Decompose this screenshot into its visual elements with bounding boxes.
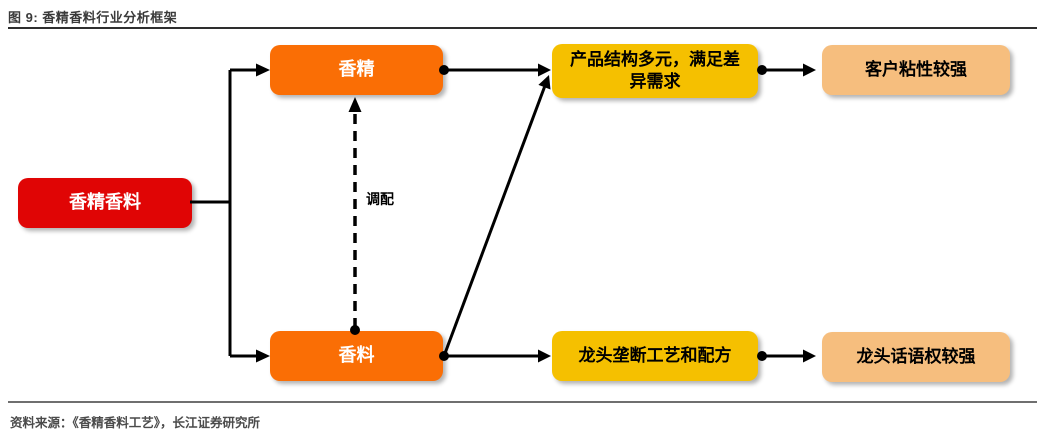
node-driver-product-structure: 产品结构多元，满足差异需求: [552, 44, 758, 98]
edge-root-to-branches: [190, 63, 270, 363]
edge-driver-top-to-outcome-top: [757, 63, 816, 77]
footer-divider: [8, 401, 1037, 403]
source-note: 资料来源：《香精香料工艺》，长江证券研究所: [10, 416, 261, 430]
node-flavor: 香精: [270, 45, 443, 95]
node-outcome-customer-stickiness: 客户粘性较强: [822, 45, 1010, 95]
node-fragrance: 香料: [270, 331, 443, 381]
edge-fragrance-to-driver-bottom: [439, 349, 551, 363]
blend-edge-label: 调配: [366, 191, 394, 207]
edge-blend-dashed: [348, 97, 362, 335]
node-outcome-bargaining-power: 龙头话语权较强: [822, 332, 1010, 382]
figure-title: 图 9: 香精香料行业分析框架: [8, 10, 178, 25]
title-underline: [8, 27, 1037, 29]
node-root-xiangjing-xiangliao: 香精香料: [18, 178, 192, 228]
edge-driver-bottom-to-outcome-bottom: [757, 349, 816, 363]
edge-flavor-to-driver-top: [439, 63, 551, 77]
node-driver-monopoly-process: 龙头垄断工艺和配方: [552, 331, 758, 381]
edge-fragrance-to-driver-top-diagonal: [442, 75, 551, 357]
